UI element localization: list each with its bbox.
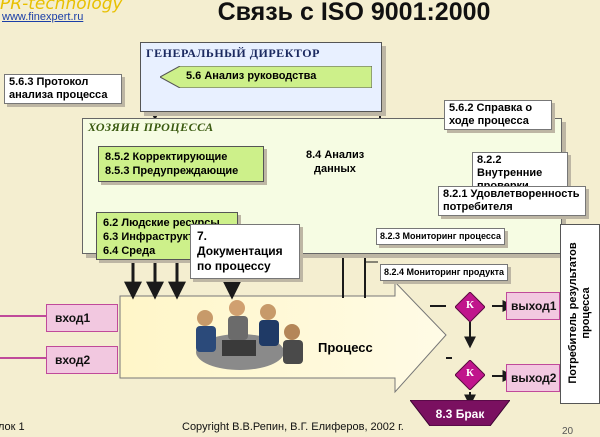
defect-label: 8.3 Брак bbox=[435, 407, 485, 421]
process-owner-title: ХОЗЯИН ПРОЦЕССА bbox=[88, 120, 214, 134]
progress-line2: ходе процесса bbox=[449, 115, 529, 127]
protocol-line1: 5.6.3 Протокол bbox=[9, 76, 89, 88]
control-diamond-1: К bbox=[454, 291, 486, 323]
progress-line1: 5.6.2 Справка о bbox=[449, 102, 533, 114]
brand-logo-text: PR-technology bbox=[0, 0, 123, 14]
data-analysis-line2: данных bbox=[314, 163, 356, 175]
control-label-1: К bbox=[466, 299, 474, 311]
resources-environment: 6.4 Среда bbox=[103, 245, 156, 257]
documentation-line1: 7. Документация bbox=[197, 229, 283, 258]
process-label: Процесс bbox=[318, 340, 373, 355]
site-link[interactable]: www.finexpert.ru bbox=[2, 11, 84, 23]
people-illustration bbox=[196, 300, 303, 370]
page-number: 20 bbox=[562, 426, 574, 437]
product-monitoring-note: 8.2.4 Мониторинг продукта bbox=[380, 264, 509, 281]
page-title: Связь с ISO 9001:2000 bbox=[217, 0, 491, 26]
data-analysis-line1: 8.4 Анализ bbox=[306, 149, 365, 161]
consumer-column: Потребитель результатов процесса bbox=[560, 224, 600, 404]
slide-label: лок 1 bbox=[0, 421, 25, 433]
consumer-label: Потребитель результатов процесса bbox=[567, 225, 593, 401]
process-monitoring-note: 8.2.3 Мониторинг процесса bbox=[376, 228, 505, 245]
internal-line1: 8.2.2 Внутренние bbox=[477, 154, 543, 179]
resources-infrastructure: 6.3 Инфраструктура bbox=[103, 231, 213, 243]
control-diamond-2: К bbox=[454, 359, 486, 391]
satisfaction-note: 8.2.1 Удовлетворенность потребителя bbox=[438, 186, 586, 216]
protocol-line2: анализа процесса bbox=[9, 89, 108, 101]
preventive-label: 8.5.3 Предупреждающие bbox=[105, 165, 239, 177]
management-review-label: 5.6 Анализ руководства bbox=[186, 70, 317, 82]
management-review-arrow: 5.6 Анализ руководства bbox=[158, 65, 373, 89]
documentation-line2: по процессу bbox=[197, 259, 271, 273]
copyright: Copyright В.В.Репин, В.Г. Елиферов, 2002… bbox=[182, 421, 404, 433]
input1-box: вход1 bbox=[46, 304, 118, 332]
output1-box: выход1 bbox=[506, 292, 560, 320]
satisfaction-line2: потребителя bbox=[443, 201, 513, 213]
director-title: ГЕНЕРАЛЬНЫЙ ДИРЕКТОР bbox=[146, 46, 320, 60]
control-label-2: К bbox=[466, 367, 474, 379]
corrective-label: 8.5.2 Корректирующие bbox=[105, 151, 228, 163]
corrective-actions-box: 8.5.2 Корректирующие 8.5.3 Предупреждающ… bbox=[98, 146, 264, 182]
input2-box: вход2 bbox=[46, 346, 118, 374]
consumer-line1: Потребитель результатов bbox=[567, 242, 579, 384]
output2-box: выход2 bbox=[506, 364, 560, 392]
protocol-note: 5.6.3 Протокол анализа процесса bbox=[4, 74, 122, 104]
process-arrow bbox=[119, 280, 447, 394]
documentation-box: 7. Документация по процессу bbox=[190, 224, 300, 279]
data-analysis-label: 8.4 Анализ данных bbox=[306, 148, 364, 176]
satisfaction-line1: 8.2.1 Удовлетворенность bbox=[443, 188, 580, 200]
consumer-line2: процесса bbox=[580, 287, 592, 339]
defect-shape: 8.3 Брак bbox=[408, 399, 512, 427]
progress-note: 5.6.2 Справка о ходе процесса bbox=[444, 100, 552, 130]
